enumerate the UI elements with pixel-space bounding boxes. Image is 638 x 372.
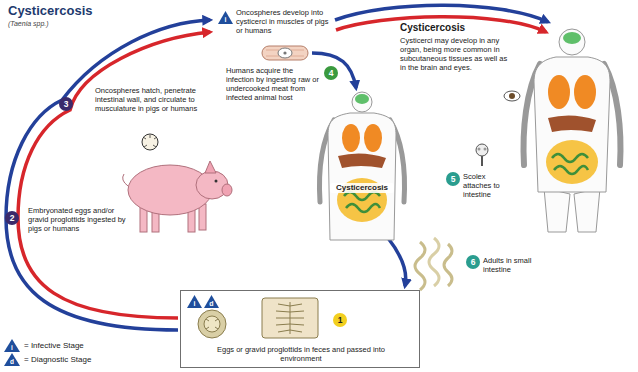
triangle-shape [218,11,233,24]
triangle-shape [204,295,219,308]
step-text: Oncospheres hatch, penetrate intestinal … [95,86,207,113]
human-body [534,57,610,192]
cycle-arrow [335,5,548,22]
scolex-sucker [484,148,487,151]
legend-entry: = Diagnostic Stage [24,354,91,366]
infective-stage-icon: i [187,295,202,308]
stage-number: i [218,16,233,23]
proglottid-uterus [276,302,304,334]
legend-text: = Diagnostic Stage [24,355,91,364]
egg-embryo [204,316,220,332]
scolex-neck [481,156,483,166]
step-number: 3 [59,97,73,111]
human-head [559,29,585,55]
eye-icon [504,91,520,101]
step-number: 1 [333,313,347,327]
human-head [352,92,372,112]
stage-number: 4 [324,66,338,80]
adult-worm [429,238,439,286]
human-brain [563,32,581,44]
gravid-proglottid [262,298,318,338]
human-liver [338,153,386,168]
human-liver [548,115,596,132]
stage-number: 1 [333,313,347,327]
pig-snout [222,184,232,196]
human-brain [355,94,369,104]
stage-number: i [187,300,202,307]
muscle-tissue [262,46,308,60]
stage-number: d [204,300,219,307]
step-number: 2 [5,211,19,225]
scolex-sucker [478,148,481,151]
egg-hooks [206,319,218,329]
legend-icon-letter: i [5,344,19,352]
legend-triangle [4,339,20,352]
step-number: 5 [446,172,460,186]
human-body [328,113,396,240]
adult-worm [415,242,425,290]
section-heading: Cysticercosis [400,22,510,34]
human-lung [548,75,570,109]
pig-ear [205,161,216,173]
legend-icon-letter: d [5,358,19,366]
organ-label: Cysticercosis [330,183,394,193]
legend-entry: = Infective Stage [24,340,84,352]
pig-tail [123,174,128,186]
step-text: Scolex attaches to intestine [463,172,513,199]
eye-iris [509,93,515,99]
adult-worm [444,244,452,286]
cysticercus-scolex [283,51,286,54]
infective-stage-icon: i [218,11,233,24]
legend-triangle [4,353,20,366]
step-number: 4 [324,66,338,80]
step-number: 6 [466,255,480,269]
pig-eye [215,180,218,183]
cycle-arrow [388,238,406,286]
stage-box: Eggs or gravid proglottids in feces and … [180,290,420,368]
step-text: Embryonated eggs and/or gravid proglotti… [28,206,128,233]
egg [198,310,226,338]
subtitle: (Taenia spp.) [8,20,108,28]
human-small-intestine [344,192,380,212]
scolex [476,144,488,156]
stage-number: 3 [59,97,73,111]
triangle-shape [187,295,202,308]
human-lung [364,124,382,152]
legend-text: = Infective Stage [24,341,84,350]
stage-text: Eggs or gravid proglottids in feces and … [201,345,401,363]
human-small-intestine [552,154,588,174]
human-leg [544,188,570,232]
human-lung [574,75,596,109]
stage-number: 5 [446,172,460,186]
stage-number: 6 [466,255,480,269]
human-leg [574,188,600,232]
oncosphere [142,134,158,150]
human-lung [342,124,360,152]
cysticercus [278,48,292,58]
step-text: Cysticerci may develop in any organ, bei… [400,36,508,72]
stage-number: 2 [5,211,19,225]
step-text: Adults in small intestine [483,256,541,274]
diagnostic-stage-icon: d [204,295,219,308]
oncosphere-hooks [143,135,157,147]
human-intestine [546,140,598,184]
pig-head [196,171,228,199]
step-text: Humans acquire the infection by ingestin… [226,66,320,102]
diagram-title: Cysticercosis [8,3,93,19]
step-text: Oncospheres develop into cysticerci in m… [236,8,330,35]
